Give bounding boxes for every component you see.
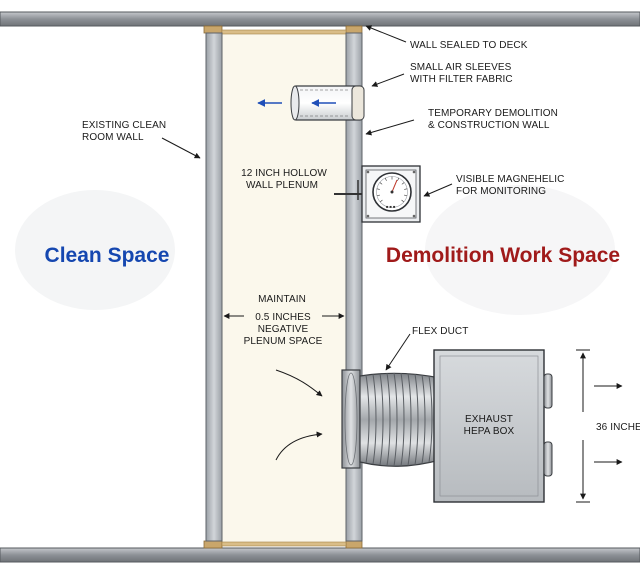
- leader-temp-wall: [365, 119, 415, 136]
- leader-flex-duct: [385, 333, 411, 371]
- bottom-deck: [0, 547, 640, 563]
- gauge-tick: [379, 199, 383, 203]
- wood-blocking: [203, 540, 223, 549]
- duct-rib: [414, 373, 419, 465]
- label-maintain-line3: NEGATIVE: [258, 324, 309, 335]
- duct-rib: [365, 375, 370, 464]
- leader-magnehelic: [423, 183, 453, 197]
- leader-existing-wall: [161, 137, 201, 159]
- duct-rib: [372, 374, 377, 465]
- label-existing-wall-line1: EXISTING CLEAN: [82, 120, 166, 131]
- label-plenum-line1: 12 INCH HOLLOW: [241, 168, 327, 179]
- gauge-tick: [397, 177, 400, 181]
- label-maintain-line4: PLENUM SPACE: [244, 336, 323, 347]
- gauge-tick: [379, 182, 383, 185]
- label-temp-wall-line2: & CONSTRUCTION WALL: [428, 120, 550, 131]
- gauge-tick: [404, 194, 408, 197]
- label-height: 36 INCHES: [596, 422, 640, 433]
- label-air-sleeves-line1: SMALL AIR SLEEVES: [410, 62, 512, 73]
- gauge-tick: [384, 177, 387, 181]
- gauge-tick: [401, 182, 405, 185]
- background-shape: [15, 190, 175, 310]
- label-existing-wall-line2: ROOM WALL: [82, 132, 144, 143]
- duct-rib: [421, 374, 426, 464]
- gauge-tick: [376, 188, 380, 190]
- label-exhaust-line1: EXHAUST: [465, 414, 513, 425]
- exhaust-hepa-box: [433, 349, 553, 503]
- duct-rib: [386, 373, 391, 466]
- wood-blocking: [345, 25, 363, 34]
- gauge-face-text: ■ ■ ■: [386, 204, 396, 209]
- duct-rib: [407, 373, 412, 466]
- background-shape: [425, 185, 615, 315]
- wood-blocking: [221, 29, 347, 35]
- wood-blocking: [221, 541, 347, 547]
- demolition-space-title: Demolition Work Space: [386, 244, 620, 267]
- clean-space-title: Clean Space: [45, 244, 170, 267]
- label-temp-wall-line1: TEMPORARY DEMOLITION: [428, 108, 558, 119]
- duct-rib: [428, 375, 433, 463]
- existing-clean-room-wall: [205, 32, 223, 542]
- label-flex-duct: FLEX DUCT: [412, 326, 468, 337]
- wood-blocking: [345, 540, 363, 549]
- height-dimension: [576, 349, 590, 503]
- leader-wall-sealed: [365, 25, 407, 43]
- airflow-curve-arrow: [275, 369, 323, 397]
- wood-blocking: [203, 25, 223, 34]
- air-sleeve: [290, 85, 365, 121]
- duct-rib: [393, 372, 398, 467]
- label-magnehelic-line2: FOR MONITORING: [456, 186, 546, 197]
- leader-air-sleeves: [371, 73, 405, 87]
- label-exhaust-line2: HEPA BOX: [464, 426, 515, 437]
- gauge-tick: [404, 188, 408, 190]
- label-plenum-line2: WALL PLENUM: [246, 180, 318, 191]
- label-maintain-line2: 0.5 INCHES: [255, 312, 311, 323]
- label-air-sleeves-line2: WITH FILTER FABRIC: [410, 74, 513, 85]
- magnehelic-gauge: ■ ■ ■: [334, 165, 421, 223]
- top-deck: [0, 11, 640, 27]
- duct-rib: [379, 373, 384, 466]
- gauge-tick: [401, 199, 405, 203]
- label-maintain-line1: MAINTAIN: [258, 294, 306, 305]
- airflow-curve-arrow: [275, 431, 323, 461]
- label-wall-sealed: WALL SEALED TO DECK: [410, 40, 528, 51]
- flex-duct: [359, 372, 441, 467]
- duct-rib: [400, 372, 405, 467]
- label-magnehelic-line1: VISIBLE MAGNEHELIC: [456, 174, 565, 185]
- gauge-tick: [376, 194, 380, 197]
